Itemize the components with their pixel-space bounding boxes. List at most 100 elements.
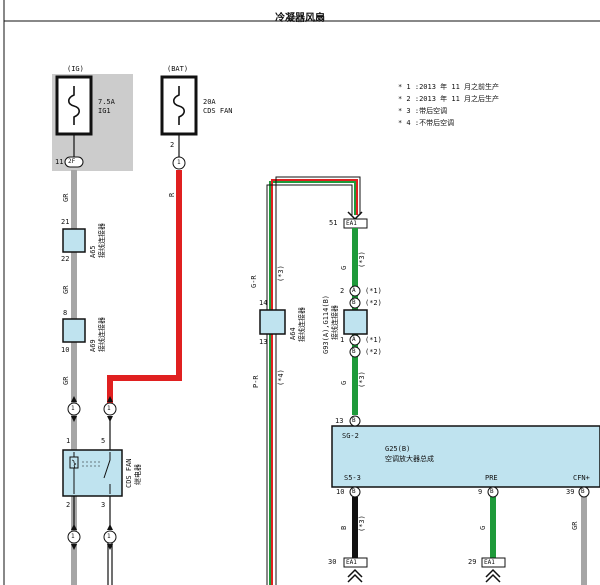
junction-ea1-30	[343, 557, 368, 568]
term-left-1: 1	[71, 405, 75, 412]
a69-code: A69	[89, 339, 97, 352]
wire-label-g-pre: G	[479, 525, 487, 530]
ea1-top-label: EA1	[346, 220, 357, 227]
terminal-left-1b	[67, 530, 81, 544]
a69-pin-top: 8	[63, 309, 68, 317]
junction-ea1-29	[481, 557, 506, 568]
pin-30: 30	[328, 558, 337, 566]
pin-b-lower: B	[352, 348, 356, 355]
relay-cds-fan	[62, 449, 123, 497]
connector-g93-g114	[343, 309, 368, 335]
a64-mark-3: (*3)	[277, 265, 285, 282]
pin-a-upper: A	[352, 287, 356, 294]
fuse-ig-rating: 7.5A	[98, 98, 115, 106]
fuse-ig-terminal: 2F	[68, 158, 76, 165]
ea1-30-label: EA1	[346, 559, 357, 566]
g93-name: 接线连接器	[331, 305, 339, 340]
relay-name: CDS FAN	[125, 458, 133, 488]
terminal-a-lower	[349, 334, 361, 346]
page-title: 冷凝器风扇	[275, 13, 325, 24]
wire-label-gr-1: GR	[62, 193, 70, 202]
a64-mark-4: (*4)	[277, 369, 285, 386]
note-4: * 4 :不带后空调	[398, 119, 455, 127]
wire-label-r: R	[168, 192, 176, 197]
terminal-b-upper	[349, 297, 361, 309]
a65-name: 接线连接器	[98, 223, 106, 258]
wire-gr-harness-red	[271, 179, 358, 585]
mark-2-lower: (*2)	[365, 348, 382, 356]
pin-29: 29	[468, 558, 477, 566]
term-red-1: 1	[107, 405, 111, 412]
note-1: * 1 :2013 年 11 月之前生产	[398, 83, 500, 91]
wire-red	[107, 170, 182, 403]
terminal-b-lower	[349, 346, 361, 358]
pin-a-lower: A	[352, 336, 356, 343]
wire-label-gr-2: GR	[62, 285, 70, 294]
fuse-bat-name: CDS FAN	[203, 107, 233, 115]
pin-2: 2	[340, 287, 345, 295]
term-9-b: B	[490, 488, 494, 495]
terminal-13	[349, 415, 361, 427]
fuse-ig-label: (IG)	[67, 65, 84, 73]
a69-pin-bottom: 10	[61, 346, 70, 354]
a64-pin-bottom: 13	[259, 338, 268, 346]
pin-13: 13	[335, 417, 344, 425]
amp-cfn: CFN+	[573, 474, 590, 482]
mark-3-bottom: (*3)	[358, 515, 366, 532]
fuse-bat-label: (BAT)	[167, 65, 189, 73]
ea1-top-pin: 51	[329, 219, 338, 227]
fuse-ig-symbol	[67, 86, 81, 125]
pin-1: 1	[340, 336, 345, 344]
term-left-1b: 1	[71, 533, 75, 540]
term-13-b: B	[352, 417, 356, 424]
mark-1-lower: (*1)	[365, 336, 382, 344]
a64-name: 接线连接器	[298, 307, 306, 342]
connector-a65	[62, 228, 86, 253]
wire-label-g-2: G	[340, 380, 348, 385]
term-39-b: B	[581, 488, 585, 495]
fuse-bat-terminal: 1	[177, 159, 181, 166]
pin-b-upper: B	[352, 299, 356, 306]
connector-a69	[62, 318, 86, 343]
wire-label-p-r: P-R	[252, 375, 260, 388]
wire-label-g-1: G	[340, 265, 348, 270]
ac-amplifier-assembly	[331, 425, 600, 488]
fuse-ig-name: IG1	[98, 107, 111, 115]
relay-pin-1: 1	[66, 437, 71, 445]
wire-label-g-r: G-R	[250, 275, 258, 288]
relay-pin-5: 5	[101, 437, 106, 445]
fuse-ig-pin: 11	[55, 158, 64, 166]
fuse-bat-pin: 2	[170, 141, 175, 149]
wire-label-gr-cfn: GR	[571, 521, 579, 530]
terminal-10	[349, 486, 361, 498]
terminal-left-1	[67, 402, 81, 416]
pin-9: 9	[478, 488, 483, 496]
a64-code: A64	[289, 327, 297, 340]
pin-39: 39	[566, 488, 575, 496]
g93-code: G93(A),G114(B)	[322, 294, 330, 354]
amp-name: 空调放大器总成	[385, 455, 434, 463]
mark-1-upper: (*1)	[365, 287, 382, 295]
amp-s53: S5-3	[344, 474, 361, 482]
term-10-b: B	[352, 488, 356, 495]
a64-pin-top: 14	[259, 299, 268, 307]
fuse-bat-symbol	[172, 86, 186, 125]
mark-3-upper: (*3)	[358, 251, 366, 268]
terminal-9	[487, 486, 499, 498]
amp-sg2: SG-2	[342, 432, 359, 440]
term-relay-1: 1	[107, 533, 111, 540]
a65-pin-top: 21	[61, 218, 70, 226]
amp-pre: PRE	[485, 474, 498, 482]
wire-label-gr-3: GR	[62, 376, 70, 385]
note-3: * 3 :带后空调	[398, 107, 448, 115]
terminal-bat-1	[172, 156, 186, 170]
terminal-red-1	[103, 402, 117, 416]
relay-pin-3: 3	[101, 501, 106, 509]
fuse-bat-rating: 20A	[203, 98, 216, 106]
relay-pin-2: 2	[66, 501, 71, 509]
pin-10: 10	[336, 488, 345, 496]
a65-code: A65	[89, 245, 97, 258]
a69-name: 接线连接器	[98, 317, 106, 352]
amp-code: G25(B)	[385, 445, 411, 453]
note-2: * 2 :2013 年 11 月之后生产	[398, 95, 500, 103]
